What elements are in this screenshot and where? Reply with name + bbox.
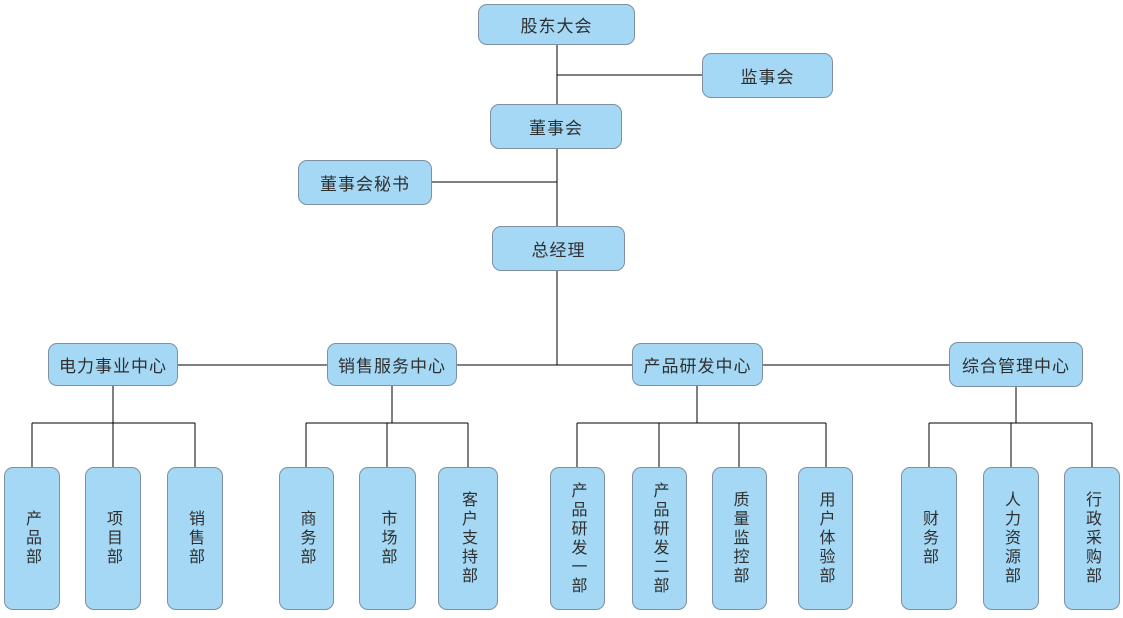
node-product-rd-center: 产品研发中心: [632, 343, 763, 386]
node-label: 电力事业中心: [59, 357, 167, 377]
node-business-dept: 商务部: [279, 467, 334, 610]
node-label: 客户支持部: [459, 491, 478, 586]
node-label: 财务部: [920, 510, 939, 567]
node-quality-control-dept: 质量监控部: [712, 467, 767, 610]
node-label: 销售服务中心: [338, 357, 446, 377]
node-label: 质量监控部: [730, 491, 750, 586]
node-sales-service-center: 销售服务中心: [327, 343, 457, 386]
node-project-dept: 项目部: [85, 467, 141, 610]
node-label: 用户体验部: [816, 491, 836, 586]
node-finance-dept: 财务部: [901, 467, 957, 610]
node-label: 股东大会: [520, 17, 593, 37]
node-label: 人力资源部: [1002, 491, 1021, 586]
node-general-management-center: 综合管理中心: [949, 342, 1083, 387]
node-supervisory-board: 监事会: [702, 53, 833, 98]
node-hr-dept: 人力资源部: [983, 467, 1039, 610]
node-board-of-directors: 董事会: [490, 104, 622, 149]
node-label: 董事会: [529, 119, 583, 139]
node-label: 产品研发一部: [568, 481, 588, 596]
node-label: 产品研发中心: [643, 357, 752, 377]
node-shareholders-meeting: 股东大会: [478, 4, 635, 45]
node-label: 产品部: [23, 510, 42, 567]
node-label: 董事会秘书: [320, 175, 410, 195]
node-label: 综合管理中心: [962, 357, 1070, 377]
node-customer-support-dept: 客户支持部: [438, 467, 498, 610]
node-label: 监事会: [740, 68, 795, 88]
node-label: 项目部: [104, 510, 123, 567]
node-product-rd-dept-2: 产品研发二部: [632, 467, 687, 610]
node-power-business-center: 电力事业中心: [48, 343, 178, 386]
node-label: 销售部: [186, 510, 205, 567]
node-admin-procurement-dept: 行政采购部: [1064, 467, 1120, 610]
node-label: 市场部: [378, 510, 398, 567]
node-label: 商务部: [297, 510, 317, 567]
node-label: 产品研发二部: [650, 481, 670, 596]
node-label: 总经理: [531, 241, 586, 261]
node-product-dept: 产品部: [4, 467, 60, 610]
node-marketing-dept: 市场部: [359, 467, 416, 610]
node-board-secretary: 董事会秘书: [298, 160, 432, 205]
node-product-rd-dept-1: 产品研发一部: [550, 467, 605, 610]
node-general-manager: 总经理: [492, 226, 625, 271]
node-label: 行政采购部: [1083, 491, 1102, 586]
node-user-experience-dept: 用户体验部: [798, 467, 853, 610]
node-sales-dept: 销售部: [167, 467, 223, 610]
